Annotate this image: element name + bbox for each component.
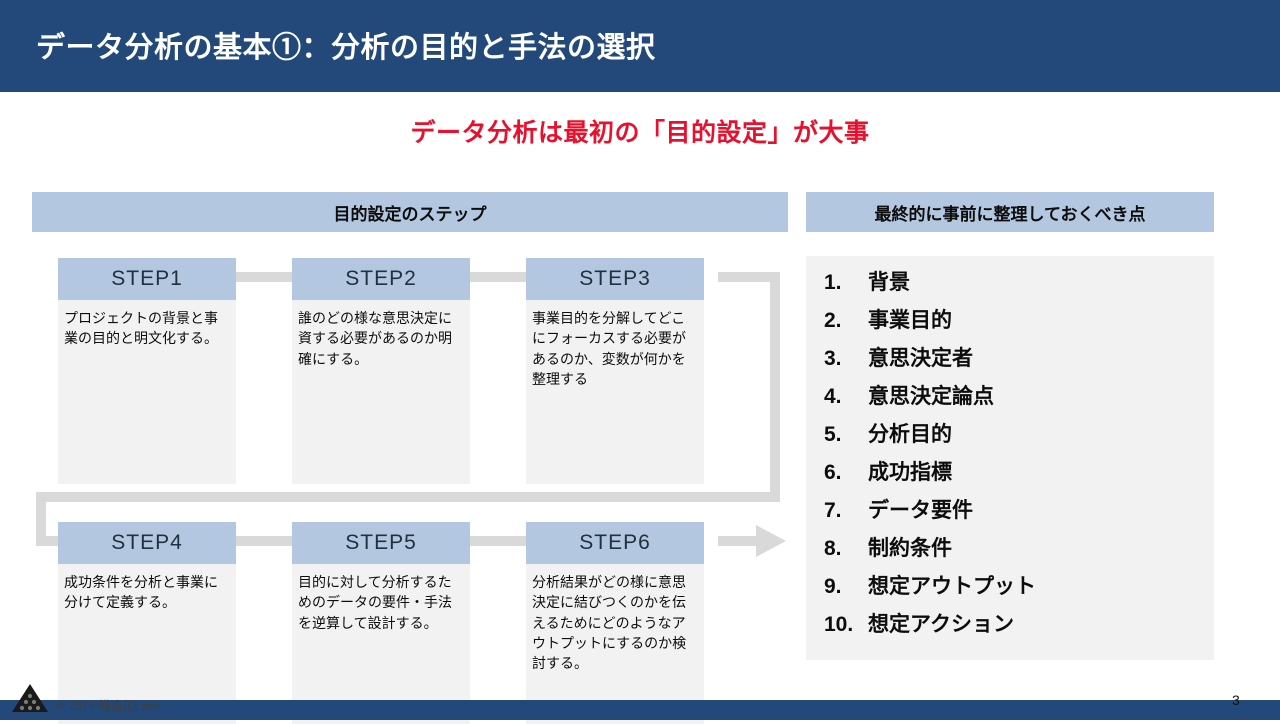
connector-step4-step5 <box>232 536 302 546</box>
list-item: 7. データ要件 <box>806 494 1214 532</box>
step-card-3-header: STEP3 <box>526 258 704 300</box>
list-item-label: 意思決定者 <box>868 347 973 370</box>
step-card-1-label: STEP1 <box>111 267 183 290</box>
list-item-label: 想定アウトプット <box>868 575 1036 598</box>
page-title: データ分析の基本①：分析の目的と手法の選択 <box>36 32 656 64</box>
step-card-3: STEP3 事業目的を分解してどこにフォーカスする必要があるのか、変数が何かを整… <box>526 258 704 484</box>
list-item: 8. 制約条件 <box>806 532 1214 570</box>
step-card-5-text: 目的に対して分析するためのデータの要件・手法を逆算して設計する。 <box>292 564 470 724</box>
list-item: 1. 背景 <box>806 266 1214 304</box>
step-card-6-label: STEP6 <box>579 531 651 554</box>
list-item-number: 10. <box>824 613 854 636</box>
list-item: 2. 事業目的 <box>806 304 1214 342</box>
arrow-head-icon <box>756 525 786 557</box>
list-item-label: 背景 <box>868 271 910 294</box>
list-item: 4. 意思決定論点 <box>806 380 1214 418</box>
list-item-label: 成功指標 <box>868 461 952 484</box>
checklist-panel-header: 最終的に事前に整理しておくべき点 <box>806 192 1214 232</box>
step-card-1: STEP1 プロジェクトの背景と事業の目的と明文化する。 <box>58 258 236 484</box>
list-item-number: 4. <box>824 385 842 408</box>
step-card-3-text: 事業目的を分解してどこにフォーカスする必要があるのか、変数が何かを整理する <box>526 300 704 484</box>
step-card-1-text: プロジェクトの背景と事業の目的と明文化する。 <box>58 300 236 484</box>
step-card-3-label: STEP3 <box>579 267 651 290</box>
list-item-label: データ要件 <box>868 499 973 522</box>
list-item-label: 事業目的 <box>868 309 952 332</box>
steps-panel-header: 目的設定のステップ <box>32 192 788 232</box>
list-item-number: 3. <box>824 347 842 370</box>
list-item: 6. 成功指標 <box>806 456 1214 494</box>
step-card-4: STEP4 成功条件を分析と事業に分けて定義する。 <box>58 522 236 724</box>
step-card-4-text: 成功条件を分析と事業に分けて定義する。 <box>58 564 236 724</box>
connector-step5-step6 <box>466 536 536 546</box>
list-item-number: 7. <box>824 499 842 522</box>
connector-step6-exit <box>718 536 760 546</box>
list-item-label: 制約条件 <box>868 537 952 560</box>
connector-wrap-right-vertical <box>770 272 780 502</box>
connector-wrap-right-top <box>718 272 780 282</box>
page-number: 3 <box>1232 692 1240 708</box>
list-item-number: 8. <box>824 537 842 560</box>
step-card-5-header: STEP5 <box>292 522 470 564</box>
step-card-4-header: STEP4 <box>58 522 236 564</box>
step-card-5-label: STEP5 <box>345 531 417 554</box>
steps-panel-header-label: 目的設定のステップ <box>333 204 487 224</box>
list-item-number: 2. <box>824 309 842 332</box>
connector-step1-step2 <box>232 272 302 282</box>
list-item-number: 9. <box>824 575 842 598</box>
connector-step2-step3 <box>466 272 536 282</box>
list-item: 3. 意思決定者 <box>806 342 1214 380</box>
checklist-panel: 1. 背景 2. 事業目的 3. 意思決定者 4. 意思決定論点 5. 分析目的… <box>806 256 1214 660</box>
checklist-panel-header-label: 最終的に事前に整理しておくべき点 <box>874 204 1146 224</box>
list-item: 5. 分析目的 <box>806 418 1214 456</box>
slide-title-bar <box>0 0 1280 92</box>
connector-wrap-left-vertical <box>36 492 46 544</box>
step-card-4-label: STEP4 <box>111 531 183 554</box>
list-item-label: 分析目的 <box>868 423 952 446</box>
list-item-number: 6. <box>824 461 842 484</box>
step-card-2-label: STEP2 <box>345 267 417 290</box>
list-item: 10. 想定アクション <box>806 608 1214 646</box>
step-card-2: STEP2 誰のどの様な意思決定に資する必要があるのか明確にする。 <box>292 258 470 484</box>
list-item: 9. 想定アウトプット <box>806 570 1214 608</box>
list-item-label: 意思決定論点 <box>868 385 994 408</box>
step-card-6: STEP6 分析結果がどの様に意思決定に結びつくのかを伝えるためにどのようなアウ… <box>526 522 704 724</box>
step-card-1-header: STEP1 <box>58 258 236 300</box>
step-card-2-header: STEP2 <box>292 258 470 300</box>
list-item-label: 想定アクション <box>868 613 1014 636</box>
copyright-text: © 2026 構造化Labo <box>56 699 161 713</box>
footer-bar <box>0 700 1280 720</box>
step-card-2-text: 誰のどの様な意思決定に資する必要があるのか明確にする。 <box>292 300 470 484</box>
connector-wrap-into-step4 <box>36 536 62 546</box>
step-card-6-header: STEP6 <box>526 522 704 564</box>
list-item-number: 1. <box>824 271 842 294</box>
pyramid-logo-icon <box>12 684 48 712</box>
step-card-6-text: 分析結果がどの様に意思決定に結びつくのかを伝えるためにどのようなアウトプットにす… <box>526 564 704 724</box>
connector-wrap-bottom <box>36 492 780 502</box>
list-item-number: 5. <box>824 423 842 446</box>
slide-subtitle: データ分析は最初の「目的設定」が大事 <box>410 119 870 147</box>
step-card-5: STEP5 目的に対して分析するためのデータの要件・手法を逆算して設計する。 <box>292 522 470 724</box>
